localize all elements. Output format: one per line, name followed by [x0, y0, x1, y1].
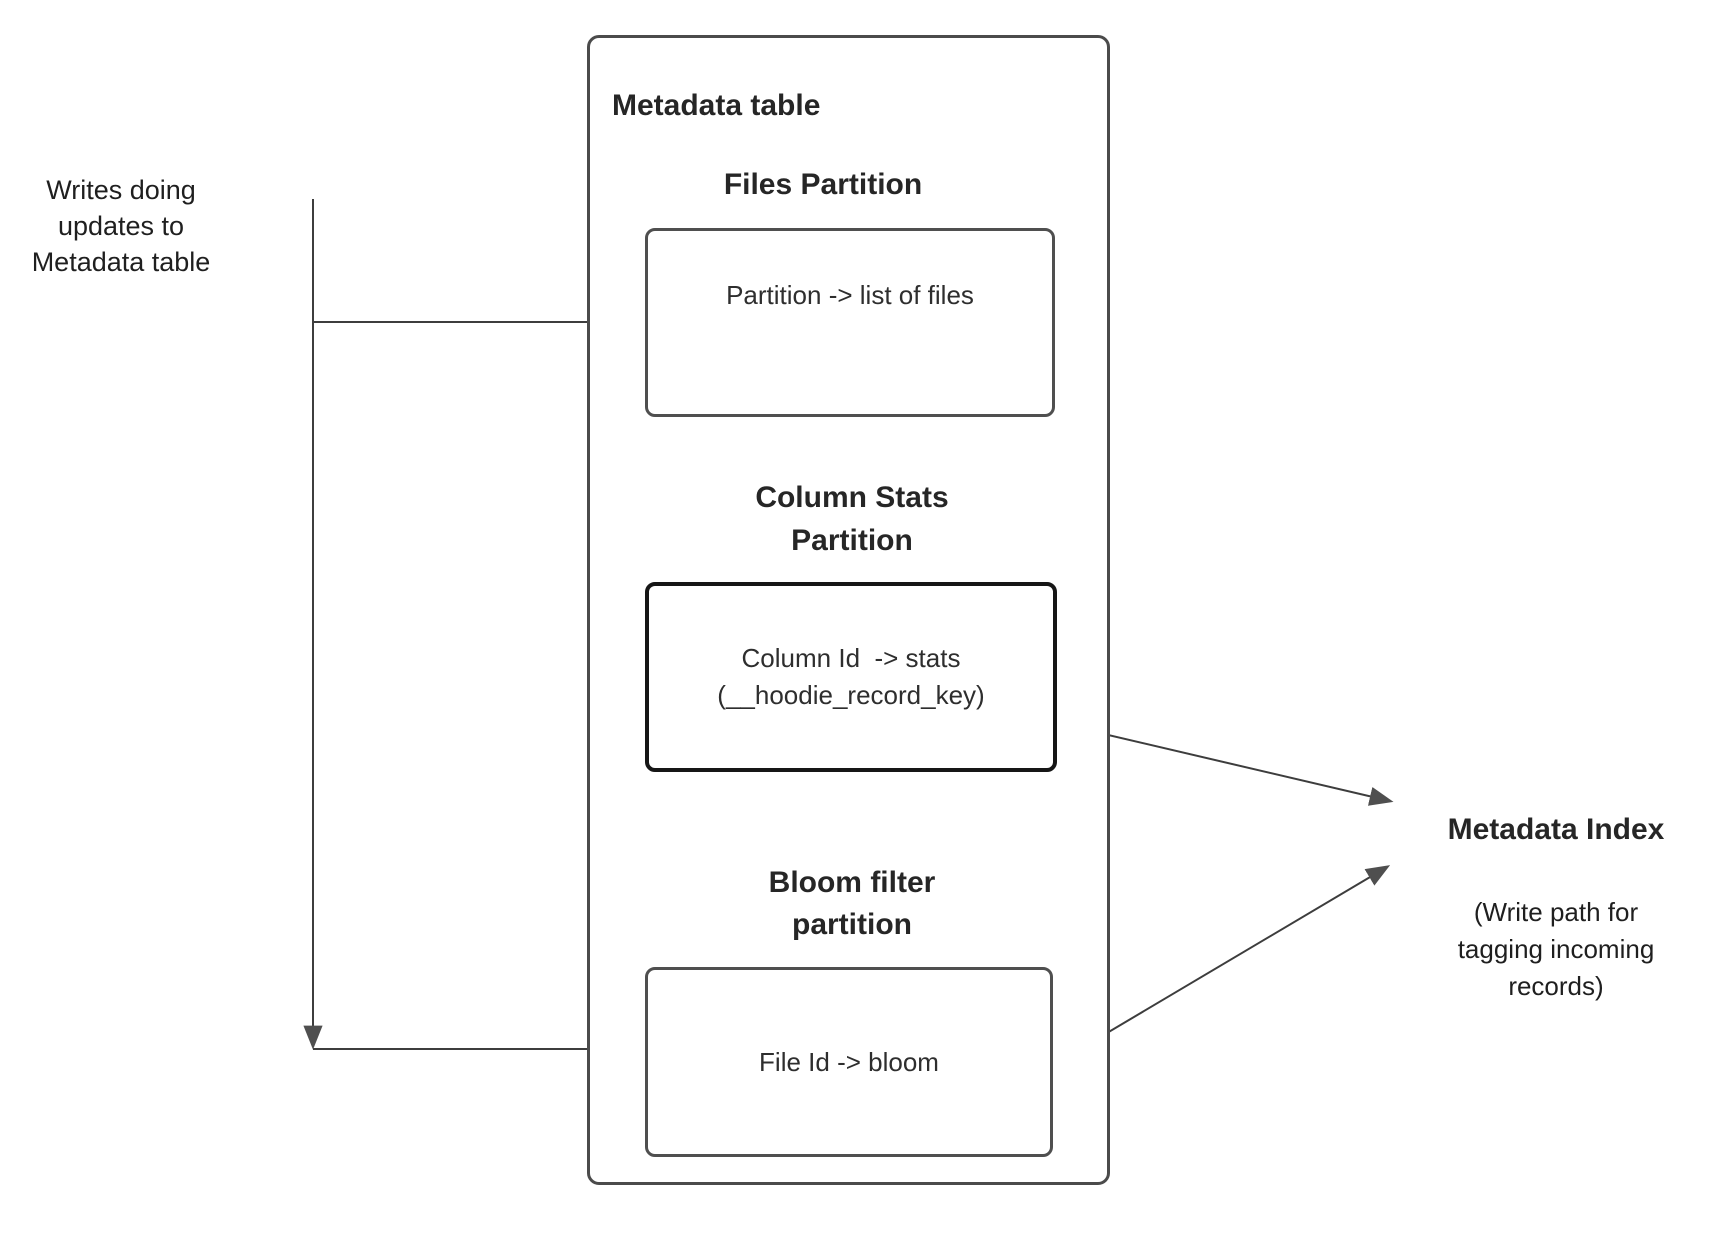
metadata-index-title: Metadata Index — [1447, 813, 1665, 846]
column-stats-mapping: Column Id -> stats (__hoodie_record_key) — [717, 643, 985, 710]
bloom-filter-heading: Bloom filter partition — [768, 866, 936, 941]
bloom-filter-box: File Id -> bloom — [645, 967, 1053, 1157]
metadata-index-subtitle: (Write path for tagging incoming records… — [1457, 897, 1655, 1001]
column-stats-heading: Column Stats Partition — [755, 481, 949, 557]
writes-label: Writes doing updates to Metadata table — [31, 175, 211, 277]
files-partition-box: Partition -> list of files — [645, 228, 1055, 417]
metadata-table-title: Metadata table — [612, 89, 821, 122]
bloom-filter-mapping: File Id -> bloom — [759, 1046, 939, 1077]
files-partition-heading: Files Partition — [723, 168, 923, 201]
column-stats-box: Column Id -> stats (__hoodie_record_key) — [645, 582, 1057, 772]
files-partition-mapping: Partition -> list of files — [726, 280, 974, 310]
